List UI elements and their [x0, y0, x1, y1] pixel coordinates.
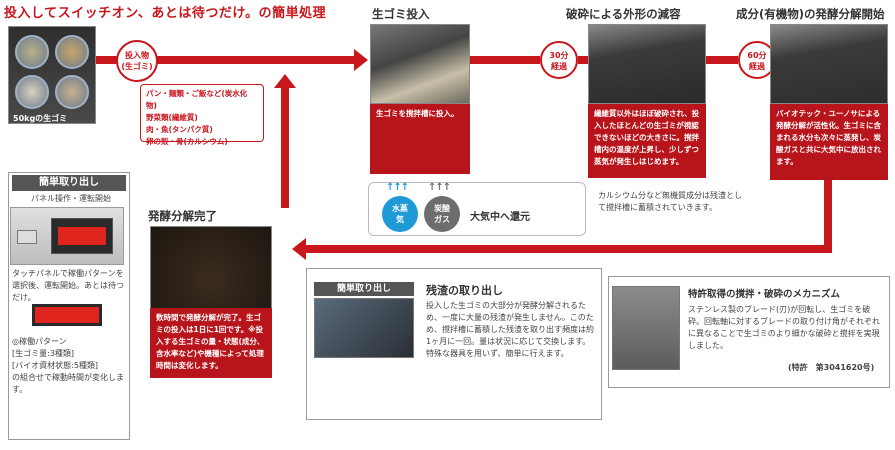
done-photo [150, 226, 272, 316]
input-photo: 50kgの生ゴミ [8, 26, 96, 124]
pattern-item: [バイオ資材状態:5種類] [12, 361, 99, 370]
bucket-3 [15, 75, 49, 109]
step3-panel: バイオテック・ユーノサによる発酵分解が活性化。生ゴミに含まれる水分も次々に蒸発し… [770, 104, 888, 180]
patterns-title: ◎稼働パターン [12, 337, 67, 346]
flow-arrow-1 [354, 49, 368, 71]
mechanism-title: 特許取得の撹拌・破砕のメカニズム [688, 289, 841, 300]
timer1-line1: 30分 [549, 51, 569, 60]
pattern-item: [生ゴミ量:3種類] [12, 349, 75, 358]
step3-photo [770, 24, 888, 104]
timer-60min: 60分 経過 [738, 41, 776, 79]
easy-op-header: 簡単取り出し [12, 175, 126, 191]
mechanism-photo [612, 286, 680, 370]
flow-line-top-4 [706, 56, 738, 64]
step1-panel: 生ゴミを撹拌槽に投入。 [370, 104, 470, 174]
steam-arrows: ↑↑↑ [386, 182, 409, 193]
flow-arrow-back [292, 238, 306, 260]
bucket-2 [55, 35, 89, 69]
timer1-line2: 経過 [551, 62, 567, 71]
flow-line-top-1 [96, 56, 354, 64]
mechanism-text: ステンレス製のブレード(刃)が回転し、生ゴミを破砕。回転軸に対するブレードの取り… [688, 305, 880, 350]
done-panel-text: 数時間で発酵分解が完了。生ゴミの投入は1日に1回です。※投入する生ゴミの量・状態… [156, 313, 265, 370]
easy-op-subtitle: パネル操作・運転開始 [31, 194, 111, 203]
input-badge-line1: 投入物 [125, 51, 149, 60]
gas-line1: 炭酸 [434, 204, 450, 213]
flow-line-left-up [281, 86, 289, 208]
control-panel-photo [10, 207, 124, 265]
residue-header: 簡単取り出し [314, 282, 414, 296]
touch-display-photo [32, 304, 102, 326]
residue-text: 投入した生ゴミの大部分が発酵分解されるため、一度に大量の残渣が発生しません。この… [426, 301, 594, 358]
step1-title: 生ゴミ投入 [372, 7, 430, 21]
step2-photo [588, 24, 706, 104]
flow-line-top-3 [578, 56, 588, 64]
flow-line-right-down [824, 180, 832, 252]
step1-panel-text: 生ゴミを撹拌槽に投入。 [376, 109, 459, 118]
steam-line2: 気 [396, 215, 404, 224]
input-badge-line2: (生ゴミ) [121, 62, 153, 71]
gas-bubble: 炭酸 ガス [424, 196, 460, 232]
mechanism-patent: (特許 第3041620号) [788, 363, 875, 372]
calcium-note: カルシウム分など無機質成分は残渣として撹拌槽に蓄積されていきます。 [598, 191, 742, 212]
input-item: 野菜類(繊維質) [146, 113, 198, 122]
steam-line1: 水蒸 [392, 204, 408, 213]
done-title: 発酵分解完了 [148, 209, 217, 223]
bucket-4 [55, 75, 89, 109]
input-item: 肉・魚(タンパク質) [146, 125, 213, 134]
gas-line2: ガス [434, 215, 450, 224]
input-badge: 投入物 (生ゴミ) [116, 40, 158, 82]
input-photo-caption: 50kgの生ゴミ [13, 114, 68, 123]
patterns-note: の組合せで稼動時間が変化します。 [12, 373, 124, 394]
flow-arrow-up [274, 74, 296, 88]
input-item: パン・麺類・ご飯など(炭水化物) [146, 89, 248, 110]
step2-panel-text: 繊維質以外はほぼ破砕され、投入したほとんどの生ゴミが視認できないほどの大きさに。… [594, 109, 700, 166]
page-title: 投入してスイッチオン、あとは待つだけ。の簡単処理 [4, 6, 327, 21]
release-label: 大気中へ還元 [470, 212, 530, 223]
residue-title: 残渣の取り出し [426, 284, 503, 297]
input-item: 卵の殻・骨(カルシウム) [146, 137, 228, 146]
timer2-line2: 経過 [749, 62, 765, 71]
done-panel: 数時間で発酵分解が完了。生ゴミの投入は1日に1回です。※投入する生ゴミの量・状態… [150, 308, 272, 378]
flow-line-top-2 [470, 56, 540, 64]
residue-photo [314, 298, 414, 358]
panel-button-icon [17, 230, 37, 244]
timer-30min: 30分 経過 [540, 41, 578, 79]
timer2-line1: 60分 [747, 51, 767, 60]
step2-panel: 繊維質以外はほぼ破砕され、投入したほとんどの生ゴミが視認できないほどの大きさに。… [588, 104, 706, 178]
step1-photo [370, 24, 470, 104]
bucket-1 [15, 35, 49, 69]
step3-title: 成分(有機物)の発酵分解開始 [736, 7, 885, 21]
step3-panel-text: バイオテック・ユーノサによる発酵分解が活性化。生ゴミに含まれる水分も次々に蒸発し… [776, 109, 881, 166]
steam-bubble: 水蒸 気 [382, 196, 418, 232]
panel-display-screen [58, 227, 106, 245]
step2-title: 破砕による外形の減容 [566, 7, 681, 21]
input-items-box: パン・麺類・ご飯など(炭水化物) 野菜類(繊維質) 肉・魚(タンパク質) 卵の殻… [140, 84, 264, 146]
gas-arrows: ↑↑↑ [428, 182, 451, 193]
panel-display-icon [51, 218, 113, 254]
easy-op-description: タッチパネルで稼働パターンを選択後、運転開始。あとは待つだけ。 [12, 269, 124, 302]
flow-line-bottom [306, 245, 832, 253]
